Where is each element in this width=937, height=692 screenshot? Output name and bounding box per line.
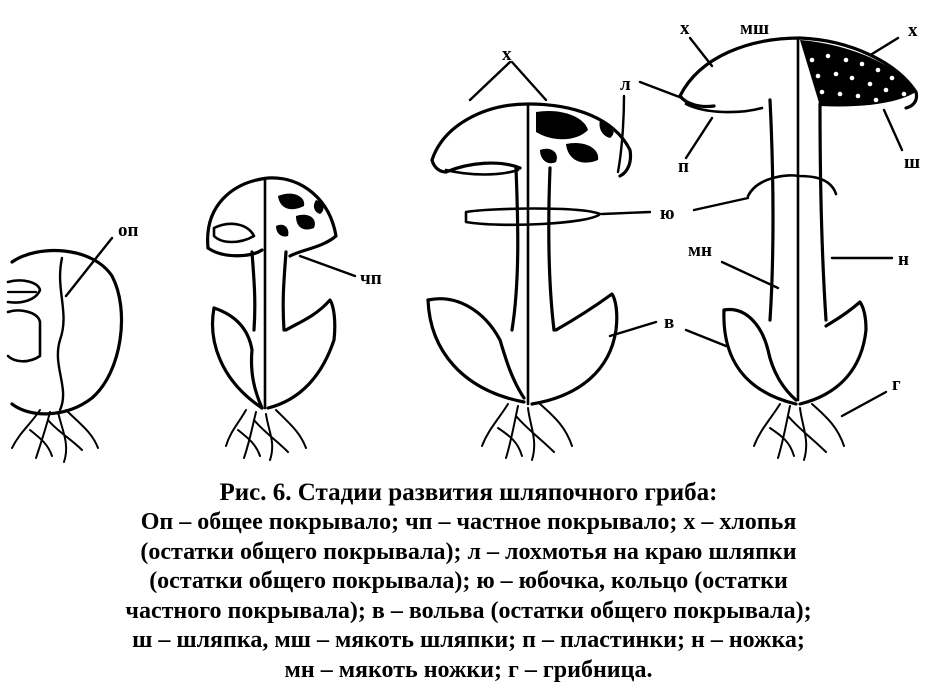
figure-labels: оп чп х л ю в х мш х п мн н ш г: [118, 18, 920, 395]
label-kh-top: х: [680, 18, 690, 39]
label-yu: ю: [660, 203, 675, 224]
caption-line: Оп – общее покрывало; чп – частное покры…: [140, 509, 797, 535]
caption-line: мн – мякоть ножки; г – грибница.: [284, 656, 653, 683]
label-sh: ш: [904, 152, 920, 173]
label-kh-right: х: [908, 20, 918, 41]
label-kh-mid: х: [502, 44, 512, 65]
label-msh: мш: [740, 18, 769, 39]
stage-1-egg: [6, 236, 124, 463]
label-l: л: [620, 74, 631, 95]
caption-line: частного покрывала); в – вольва (остатки…: [125, 597, 812, 624]
label-v: в: [664, 312, 674, 333]
caption-line: (остатки общего покрывала); ю – юбочка, …: [149, 568, 788, 594]
label-chp: чп: [360, 268, 382, 289]
label-op: оп: [118, 220, 139, 241]
caption-line: (остатки общего покрывала); л – лохмотья…: [140, 538, 797, 565]
label-mn: мн: [688, 240, 712, 261]
figure-drawing: оп чп х л ю в х мш х п мн н ш г: [6, 18, 920, 463]
stage-3-mature: [426, 60, 658, 461]
mushroom-development-figure: оп чп х л ю в х мш х п мн н ш г: [6, 18, 920, 463]
label-p: п: [678, 156, 689, 177]
label-g: г: [892, 374, 901, 395]
label-n: н: [898, 249, 909, 270]
stage-2-young: [206, 176, 357, 461]
caption-line: ш – шляпка, мш – мякоть шляпки; п – плас…: [132, 627, 805, 653]
figure-caption: Рис. 6. Стадии развития шляпочного гриба…: [0, 478, 937, 685]
caption-title: Рис. 6. Стадии развития шляпочного гриба…: [219, 479, 718, 506]
stage-4-section: [638, 36, 919, 461]
